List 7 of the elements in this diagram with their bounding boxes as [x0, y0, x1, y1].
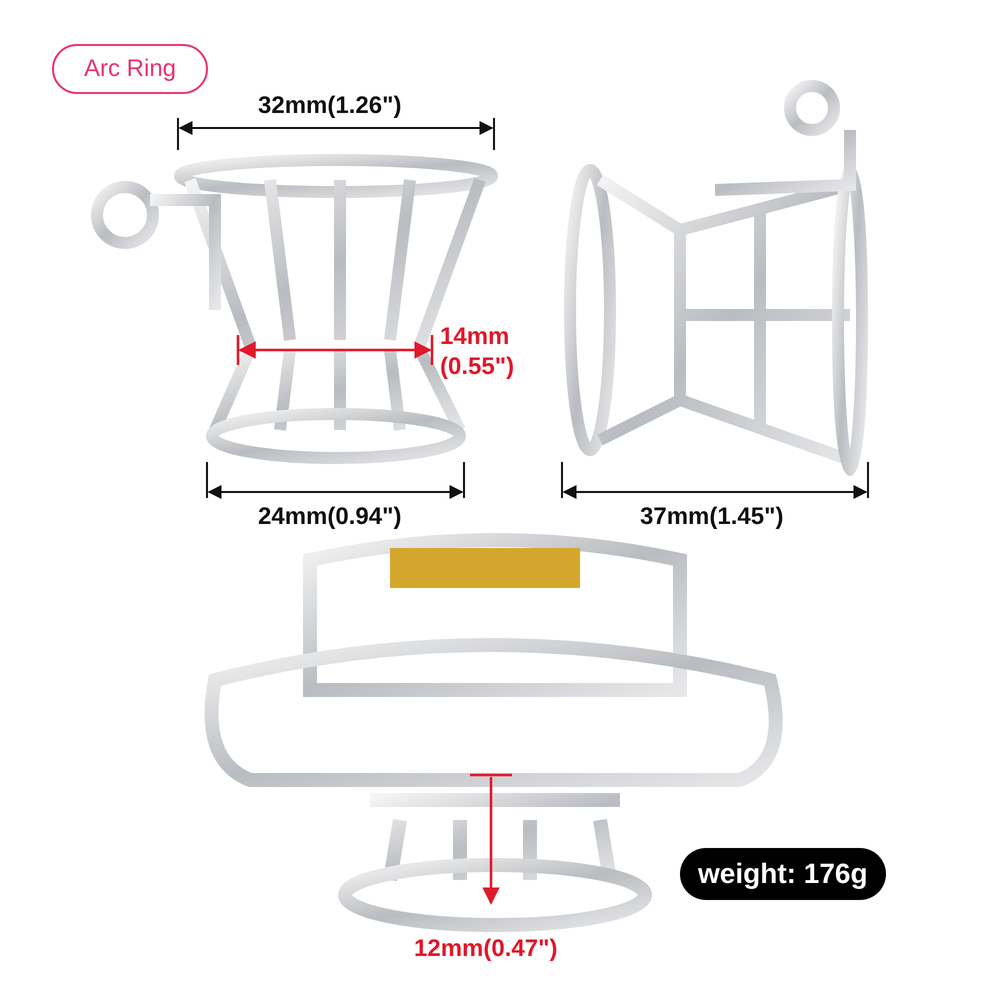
weight-badge: weight: 176g: [680, 848, 886, 900]
dimension-label: 32mm(1.26"): [258, 92, 402, 120]
dimension-label: 24mm(0.94"): [258, 503, 402, 531]
tag-label: Arc Ring: [52, 44, 208, 94]
dimension-label: 12mm(0.47"): [414, 935, 558, 963]
dimension-label: 14mm (0.55"): [440, 322, 516, 382]
dimension-label: 37mm(1.45"): [640, 503, 784, 531]
